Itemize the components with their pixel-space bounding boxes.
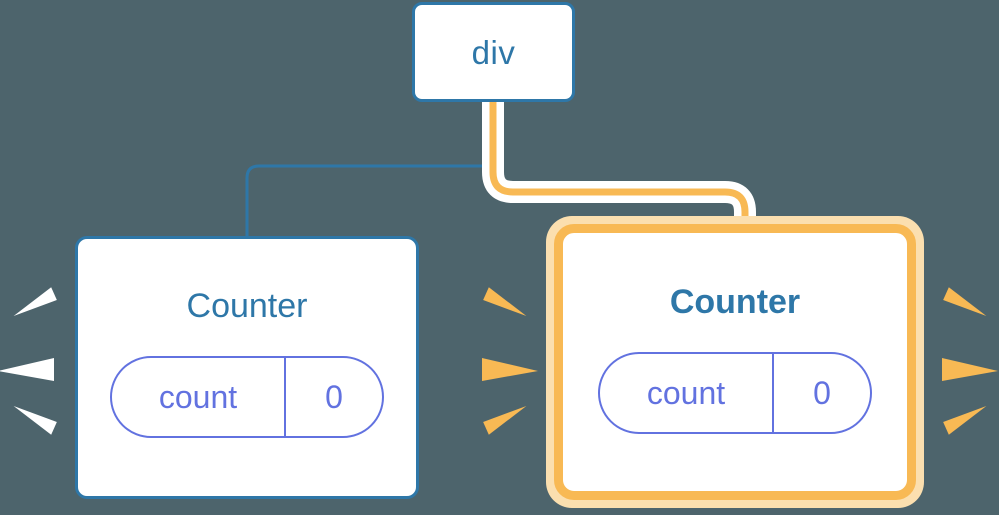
sparkle-ray-top <box>483 287 531 319</box>
node-div[interactable]: div <box>412 2 575 102</box>
node-counter-b[interactable]: Counter count 0 <box>554 224 916 500</box>
edge-div-to-counter-a <box>245 100 495 238</box>
sparkle-burst-counter-b-right-icon <box>938 284 998 454</box>
state-key: count <box>646 375 726 411</box>
sparkle-ray-bottom <box>483 403 531 435</box>
sparkle-ray-middle <box>482 358 538 381</box>
sparkle-ray-middle <box>942 358 998 381</box>
node-counter-a[interactable]: Counter count 0 <box>75 236 419 499</box>
state-value: 0 <box>772 354 870 432</box>
sparkle-ray-top <box>9 287 57 319</box>
sparkle-ray-bottom <box>943 403 991 435</box>
node-counter-a-title: Counter <box>186 287 308 325</box>
state-value: 0 <box>284 358 382 436</box>
sparkle-ray-middle <box>0 358 54 381</box>
state-key: count <box>158 379 238 415</box>
node-div-label: div <box>471 33 516 71</box>
node-counter-b-highlight-glow: Counter count 0 <box>546 216 924 508</box>
sparkle-ray-top <box>943 287 991 319</box>
state-pill-counter-a: count 0 <box>110 356 384 438</box>
sparkle-burst-counter-a-right-icon <box>478 284 538 454</box>
state-pill-counter-b: count 0 <box>598 352 872 434</box>
sparkle-burst-counter-a-left-icon <box>0 284 62 454</box>
sparkle-ray-bottom <box>9 403 57 435</box>
node-counter-b-title: Counter <box>669 283 801 321</box>
